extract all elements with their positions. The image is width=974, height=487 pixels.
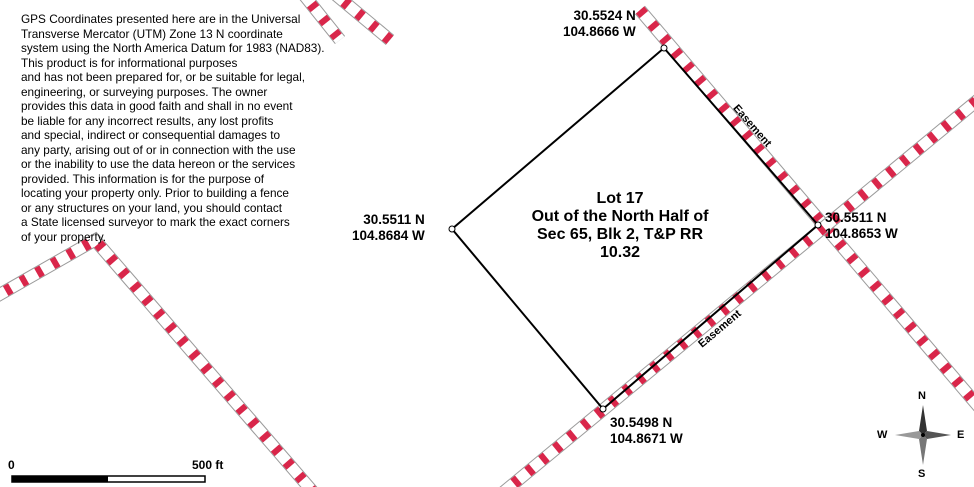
disclaimer-line: be liable for any incorrect results, any…: [21, 113, 274, 128]
corner-label-east: 30.5511 N 104.8653 W: [825, 210, 898, 241]
corner-lon: 104.8653 W: [825, 225, 898, 241]
disclaimer-line: locating your property only. Prior to bu…: [21, 186, 289, 200]
scale-bar: [11, 475, 206, 483]
road-lower-diagonal: [499, 94, 974, 487]
compass-south-label: S: [918, 468, 926, 480]
corner-marker-east[interactable]: [814, 221, 822, 229]
disclaimer-line: engineering, or surveying purposes. The …: [21, 84, 268, 99]
corner-marker-south[interactable]: [599, 405, 607, 413]
disclaimer-line: This product is for informational purpos…: [21, 55, 238, 70]
disclaimer-line: provides this data in good faith and sha…: [21, 99, 293, 113]
lot-label: Lot 17 Out of the North Half of Sec 65, …: [510, 190, 730, 262]
lot-acreage: 10.32: [599, 244, 641, 261]
disclaimer-line: or any structures on your land, you shou…: [21, 200, 282, 215]
compass-rose-icon: [895, 405, 951, 465]
compass-east-label: E: [957, 429, 965, 441]
corner-lon: 104.8684 W: [352, 227, 425, 243]
corner-marker-north[interactable]: [660, 44, 668, 52]
disclaimer-line: Transverse Mercator (UTM) Zone 13 N coor…: [21, 26, 283, 41]
lot-section: Sec 65, Blk 2, T&P RR: [537, 226, 703, 243]
road-top-left: [299, 0, 395, 45]
disclaimer-text: GPS Coordinates presented here are in th…: [21, 12, 361, 244]
disclaimer-line: GPS Coordinates presented here are in th…: [21, 12, 301, 26]
scale-label-start: 0: [8, 458, 15, 472]
corner-marker-west[interactable]: [448, 225, 456, 233]
road-upper-diagonal: [635, 5, 974, 412]
corner-lon: 104.8666 W: [563, 23, 636, 39]
corner-lat: 30.5498 N: [610, 415, 673, 430]
lot-number: Lot 17: [596, 190, 644, 207]
road-left-peak: [0, 231, 318, 487]
corner-label-north: 30.5524 N 104.8666 W: [563, 8, 636, 39]
corner-lon: 104.8671 W: [610, 430, 683, 446]
disclaimer-line: any party, arising out of or in connecti…: [21, 142, 296, 157]
disclaimer-line: and special, indirect or consequential d…: [21, 128, 281, 142]
corner-label-south: 30.5498 N 104.8671 W: [610, 415, 683, 446]
lot-description: Out of the North Half of: [531, 208, 709, 225]
disclaimer-line: and has not been prepared for, or be sui…: [21, 70, 305, 84]
corner-lat: 30.5511 N: [825, 210, 887, 225]
compass-north-label: N: [918, 390, 926, 402]
corner-label-west: 30.5511 N 104.8684 W: [352, 212, 425, 243]
corner-lat: 30.5524 N: [573, 8, 636, 23]
disclaimer-line: provided. This information is for the pu…: [21, 171, 265, 186]
disclaimer-line: system using the North America Datum for…: [21, 41, 325, 55]
compass-west-label: W: [877, 429, 888, 441]
disclaimer-line: a State licensed surveyor to mark the ex…: [21, 215, 290, 229]
disclaimer-line: or the inability to use the data hereon …: [21, 157, 296, 171]
scale-label-end: 500 ft: [192, 458, 224, 472]
disclaimer-line: of your property.: [21, 229, 107, 244]
corner-lat: 30.5511 N: [363, 212, 425, 227]
